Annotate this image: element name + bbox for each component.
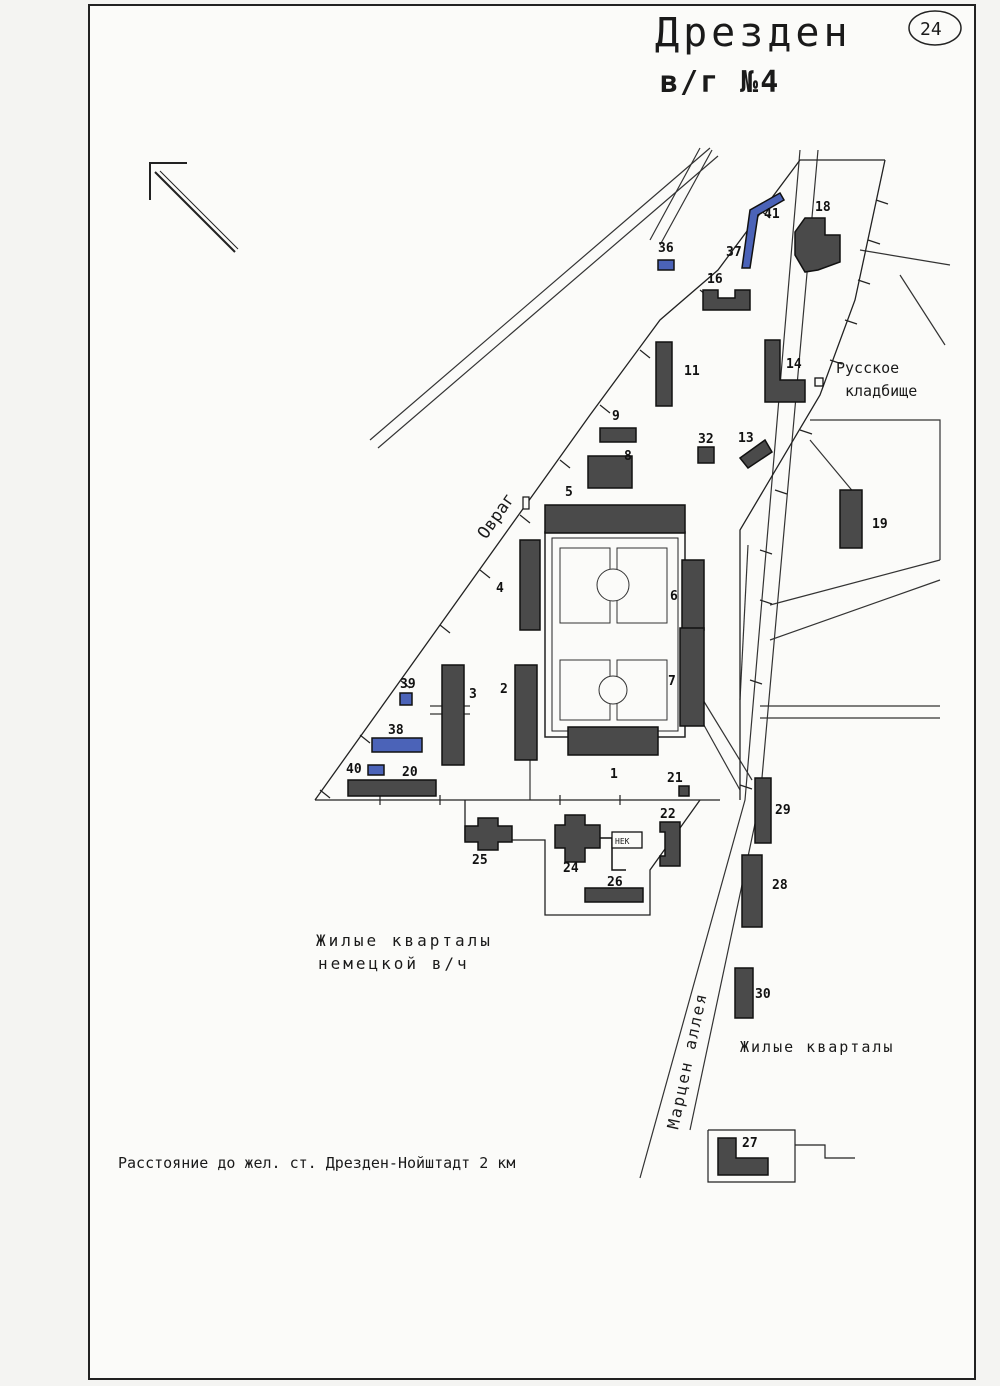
svg-text:9: 9 [612,409,620,424]
svg-text:27: 27 [742,1136,758,1151]
svg-text:16: 16 [707,272,723,287]
svg-text:26: 26 [607,875,623,890]
building-11 [655,341,673,407]
building-22 [659,821,681,867]
svg-text:20: 20 [402,765,418,780]
north-arrow-icon [149,162,239,253]
page-mark: 24 [920,19,942,40]
svg-text:32: 32 [698,432,714,447]
building-14 [764,339,806,403]
building-26 [584,887,644,903]
building-13 [738,438,774,470]
svg-text:29: 29 [775,803,791,818]
building-6 [681,559,705,631]
cemetery-label-1: Русское [836,359,899,377]
buildings [347,191,863,1183]
svg-text:21: 21 [667,771,683,786]
roads [369,147,951,1179]
svg-text:7: 7 [668,674,676,689]
building-38 [371,737,423,753]
svg-text:3: 3 [469,687,477,702]
svg-text:38: 38 [388,723,404,738]
building-7 [679,627,705,727]
building-19 [839,489,863,549]
page-mark-circle [908,10,962,46]
building-8 [587,455,633,489]
cemetery-marker [814,377,824,387]
svg-text:5: 5 [565,485,573,500]
svg-text:13: 13 [738,431,754,446]
building-36 [657,259,675,271]
building-39 [399,692,413,706]
building-24 [554,814,601,863]
building-2 [514,664,538,761]
svg-text:6: 6 [670,589,678,604]
building-18 [794,217,841,273]
building-21 [678,785,690,797]
building-9 [599,427,637,443]
building-40 [367,764,385,776]
nek-label: НЕК [615,837,630,846]
map-subtitle: в/г №4 [660,65,780,100]
ravine-label: Овраг [474,489,520,542]
building-16 [702,289,751,311]
building-30 [734,967,754,1019]
german-quarters-label-2: немецкой в/ч [318,954,470,973]
svg-text:25: 25 [472,853,488,868]
svg-text:22: 22 [660,807,676,822]
building-20 [347,779,437,797]
svg-text:40: 40 [346,762,362,777]
svg-text:1: 1 [610,767,618,782]
building-27 [717,1137,769,1176]
svg-text:4: 4 [496,581,504,596]
building-4 [519,539,541,631]
svg-text:11: 11 [684,364,700,379]
svg-text:28: 28 [772,878,788,893]
building-1 [567,726,659,756]
svg-text:41: 41 [764,207,780,222]
map-title: Дрезден [655,10,852,56]
german-quarters-label-1: Жилые кварталы [316,931,493,950]
svg-text:37: 37 [726,245,742,260]
parade-ground [544,531,686,738]
fence-ticks [319,199,889,805]
cemetery-label-2: кладбище [845,382,917,400]
svg-text:30: 30 [755,987,771,1002]
residential-label: Жилые кварталы [740,1038,894,1056]
building-numbers: 1 2 3 4 5 6 7 8 9 11 13 14 16 18 19 20 2… [346,200,888,1151]
svg-text:19: 19 [872,517,888,532]
building-28 [741,854,763,928]
building-5 [544,504,686,534]
street-label: Марцен аллея [663,990,711,1130]
building-37-41 [741,191,786,269]
building-32 [697,446,715,464]
distance-note: Расстояние до жел. ст. Дрезден-Нойштадт … [118,1154,515,1172]
building-25 [464,817,513,851]
svg-text:18: 18 [815,200,831,215]
building-3 [441,664,465,766]
building-29 [754,777,772,844]
svg-text:2: 2 [500,682,508,697]
svg-text:14: 14 [786,357,802,372]
svg-text:36: 36 [658,241,674,256]
svg-text:8: 8 [624,449,632,464]
svg-text:39: 39 [400,677,416,692]
svg-text:24: 24 [563,861,579,876]
